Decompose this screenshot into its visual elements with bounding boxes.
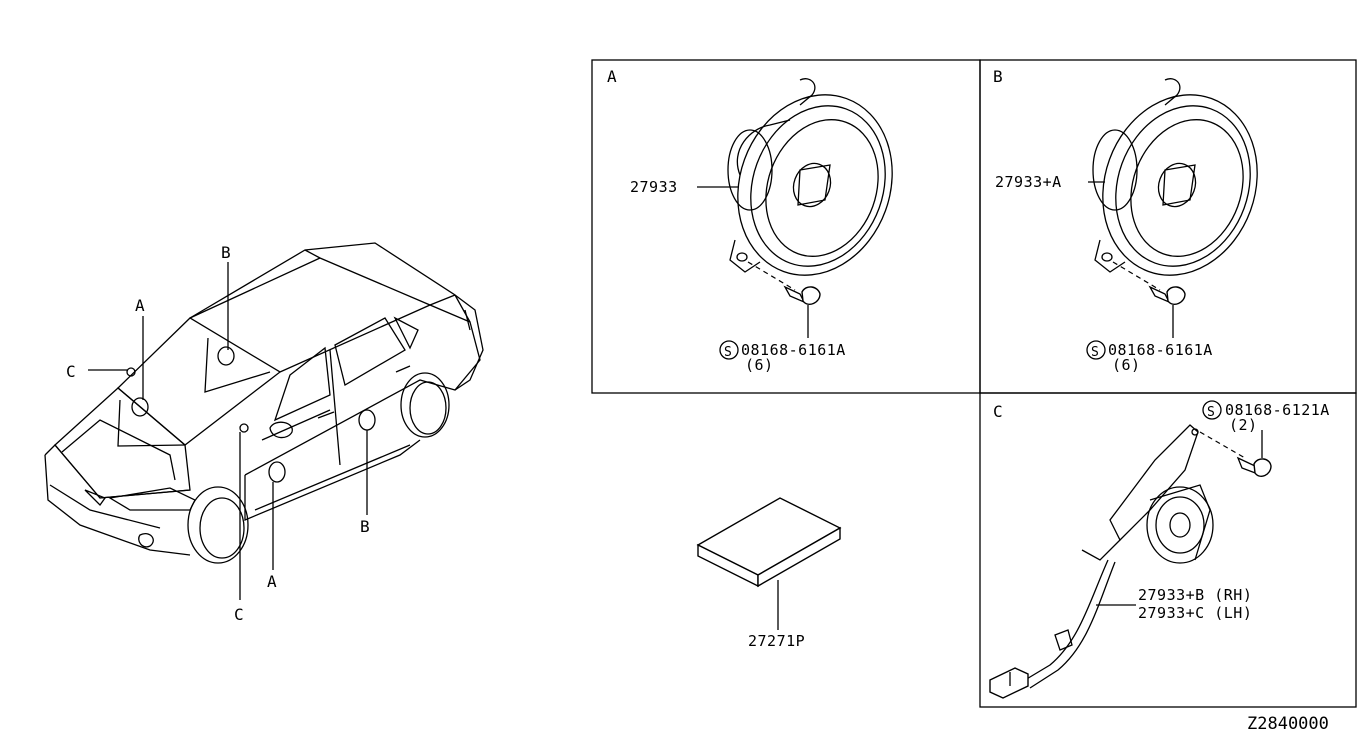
callout-b-bottom: B — [360, 517, 370, 536]
callout-a-top: A — [135, 296, 145, 315]
screw-a-label: 08168-6161A — [741, 341, 846, 359]
screw-a-qty: (6) — [745, 356, 774, 374]
screw-symbol-c-letter: S — [1207, 405, 1215, 420]
panel-frames — [591, 59, 1357, 708]
panel-a-letter: A — [607, 67, 617, 86]
screw-symbol-c-icon — [1202, 400, 1222, 420]
screw-symbol-a-letter: S — [724, 345, 732, 360]
drawing-code: Z2840000 — [1247, 714, 1329, 734]
module-27271p — [696, 497, 842, 588]
screw-symbol-b-icon — [1086, 340, 1106, 360]
part-27933-a-label: 27933+A — [995, 173, 1062, 191]
screw-c-label: 08168-6121A — [1225, 401, 1330, 419]
screw-symbol-b-letter: S — [1091, 345, 1099, 360]
car-illustration — [44, 242, 484, 600]
panel-c-tweeter — [989, 424, 1272, 699]
screw-b-label: 08168-6161A — [1108, 341, 1213, 359]
screw-b-qty: (6) — [1112, 356, 1141, 374]
panel-b-speaker — [1092, 78, 1258, 305]
part-27933-b-rh-label: 27933+B (RH) — [1138, 586, 1252, 604]
callout-c-left: C — [66, 362, 76, 381]
panel-b-letter: B — [993, 67, 1003, 86]
part-27271p-label: 27271P — [748, 632, 805, 650]
panel-c-letter: C — [993, 402, 1003, 421]
part-27933-c-lh-label: 27933+C (LH) — [1138, 604, 1252, 622]
screw-symbol-a-icon — [719, 340, 739, 360]
part-27933-label: 27933 — [630, 178, 678, 196]
callout-b-top: B — [221, 243, 231, 262]
callout-a-bottom: A — [267, 572, 277, 591]
screw-c-qty: (2) — [1229, 416, 1258, 434]
callout-c-bottom: C — [234, 605, 244, 624]
panel-a-speaker — [727, 78, 893, 305]
